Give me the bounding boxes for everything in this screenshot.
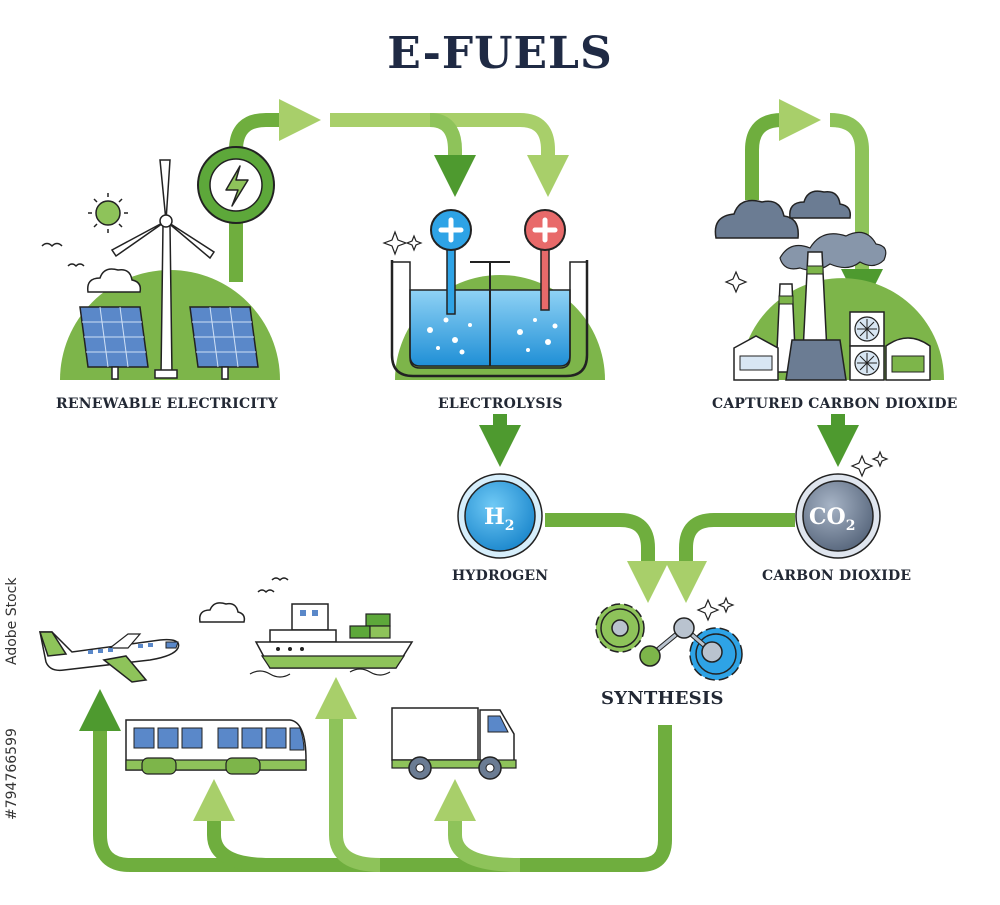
- co2-symbol: CO2: [809, 504, 855, 534]
- solar-panel-left-icon: [79, 306, 149, 380]
- label-carbon-dioxide: CARBON DIOXIDE: [762, 568, 912, 584]
- birds-icon: [41, 242, 85, 268]
- arrow-carbon-loop-down: [829, 113, 883, 311]
- storage-building-icon: [885, 337, 931, 381]
- stock-id: #794766599: [4, 728, 20, 820]
- co2-badge: [795, 450, 889, 559]
- electrode-positive-red-icon: [524, 209, 566, 311]
- stock-watermark: Adobe Stock: [4, 577, 20, 665]
- hydrogen-symbol: H2: [484, 504, 515, 534]
- factory-building-icon: [733, 335, 779, 381]
- arrow-synthesis-loop: [79, 689, 672, 872]
- sun-icon: [88, 193, 128, 233]
- electrode-positive-blue-icon: [430, 209, 472, 315]
- label-renewable-electricity: RENEWABLE ELECTRICITY: [56, 396, 278, 412]
- bus-icon: [125, 719, 307, 775]
- renewable-electricity-illustration: [41, 146, 280, 380]
- birds-icon: [257, 577, 289, 594]
- sparkle-icon: [696, 596, 735, 622]
- sparkle-icon: [382, 230, 423, 256]
- cloud-icon: [87, 268, 142, 293]
- hydrogen-badge: [457, 473, 543, 559]
- captured-carbon-illustration: [714, 190, 944, 381]
- cloud-icon: [714, 199, 799, 239]
- arrow-hydrogen-to-synthesis: [545, 513, 669, 603]
- label-captured-carbon-dioxide: CAPTURED CARBON DIOXIDE: [712, 396, 958, 412]
- arrow-co2-to-synthesis: [665, 513, 795, 603]
- molecule-icon: [639, 617, 723, 667]
- air-capture-fan-icon: [849, 311, 885, 381]
- cloud-icon: [789, 190, 852, 219]
- truck-icon: [391, 707, 517, 780]
- arrow-to-electrolysis-left: [429, 113, 476, 197]
- cargo-ship-icon: [249, 603, 414, 678]
- sparkle-icon: [850, 450, 889, 478]
- page-title: E-FUELS: [387, 28, 613, 79]
- arrow-to-ship: [315, 677, 381, 872]
- synthesis-illustration: [595, 596, 743, 681]
- arrow-to-bus: [193, 779, 271, 872]
- label-hydrogen: HYDROGEN: [452, 568, 549, 584]
- cloud-icon: [198, 602, 246, 623]
- arrow-to-truck: [434, 779, 521, 872]
- wind-turbine-icon: [110, 159, 216, 379]
- label-electrolysis: ELECTROLYSIS: [438, 396, 563, 412]
- arrow-to-electrolysis-right: [330, 113, 569, 197]
- electrolysis-illustration: [382, 209, 605, 380]
- label-synthesis: SYNTHESIS: [601, 688, 724, 709]
- electricity-icon: [197, 146, 275, 224]
- gear-icon: [595, 603, 645, 653]
- solar-panel-right-icon: [189, 306, 259, 380]
- factory-chimney-icon: [775, 251, 847, 381]
- airplane-icon: [38, 631, 180, 683]
- flow-arrows: [79, 99, 883, 872]
- arrow-carbon-loop-up: [745, 99, 821, 200]
- sparkle-icon: [724, 270, 748, 294]
